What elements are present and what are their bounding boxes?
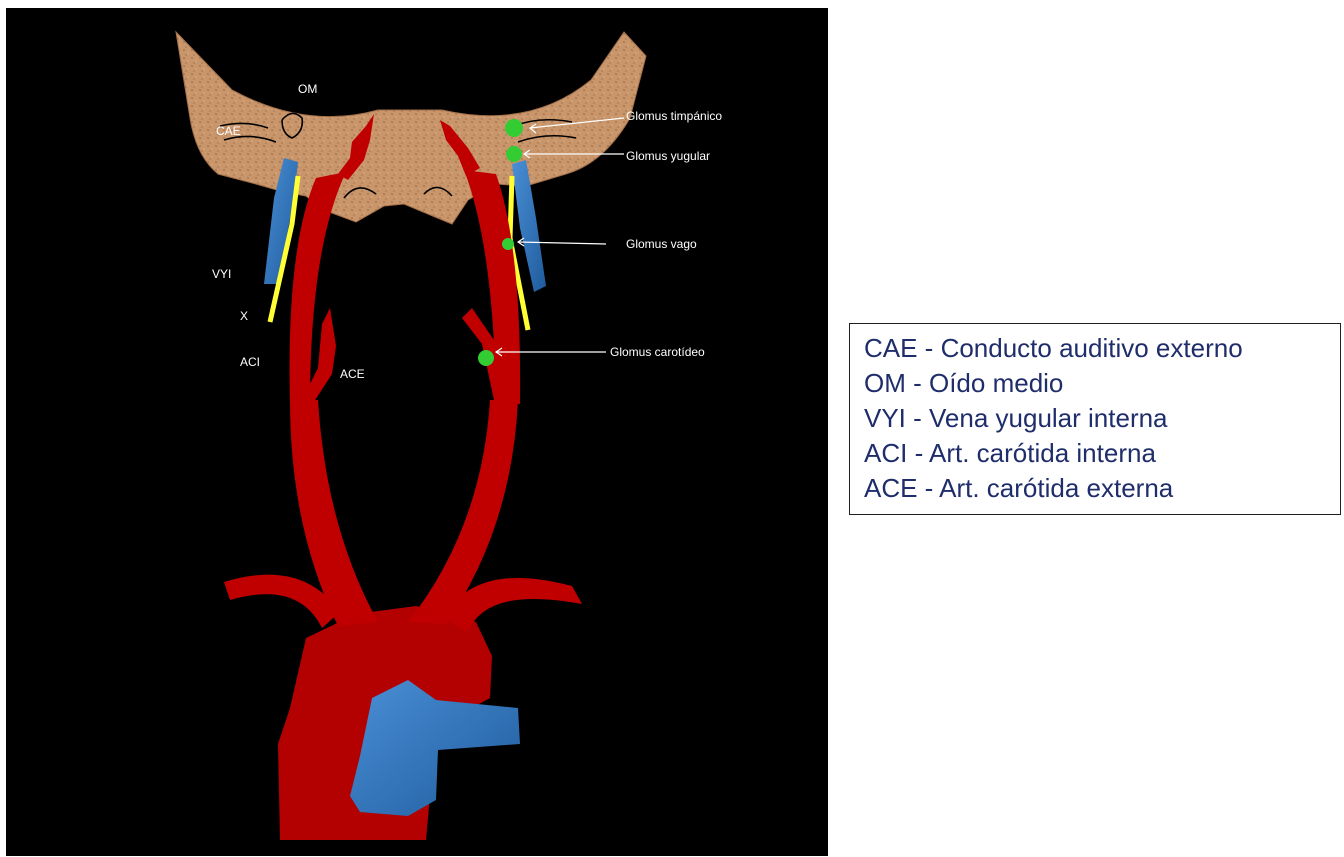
- legend-item-om: OM - Oído medio: [864, 366, 1340, 401]
- skull-base: [176, 32, 646, 224]
- label-om: OM: [298, 82, 317, 96]
- glomus-carotideo-marker: [478, 350, 494, 366]
- legend-item-vyi: VYI - Vena yugular interna: [864, 401, 1340, 436]
- callout-glomus-vago: Glomus vago: [626, 237, 697, 251]
- legend-item-ace: ACE - Art. carótida externa: [864, 471, 1340, 506]
- glomus-yugular-marker: [506, 146, 522, 162]
- anatomy-svg: OM CAE VYI X ACI ACE Glomus timpánico Gl…: [6, 8, 828, 856]
- callout-glomus-yugular: Glomus yugular: [626, 149, 710, 163]
- glomus-timpanico-marker: [505, 119, 523, 137]
- label-ace: ACE: [340, 367, 365, 381]
- brachiocephalic-vein: [350, 680, 520, 816]
- label-cae: CAE: [216, 124, 241, 138]
- label-vyi: VYI: [212, 267, 231, 281]
- callout-glomus-carotideo: Glomus carotídeo: [610, 345, 705, 359]
- callout-glomus-timpanico: Glomus timpánico: [626, 109, 722, 123]
- anatomy-diagram: OM CAE VYI X ACI ACE Glomus timpánico Gl…: [6, 8, 828, 856]
- legend-item-aci: ACI - Art. carótida interna: [864, 436, 1340, 471]
- legend-box: CAE - Conducto auditivo externo OM - Oíd…: [849, 323, 1341, 515]
- legend-item-cae: CAE - Conducto auditivo externo: [864, 331, 1340, 366]
- glomus-vago-marker: [502, 238, 514, 250]
- label-x: X: [240, 309, 248, 323]
- label-aci: ACI: [240, 355, 260, 369]
